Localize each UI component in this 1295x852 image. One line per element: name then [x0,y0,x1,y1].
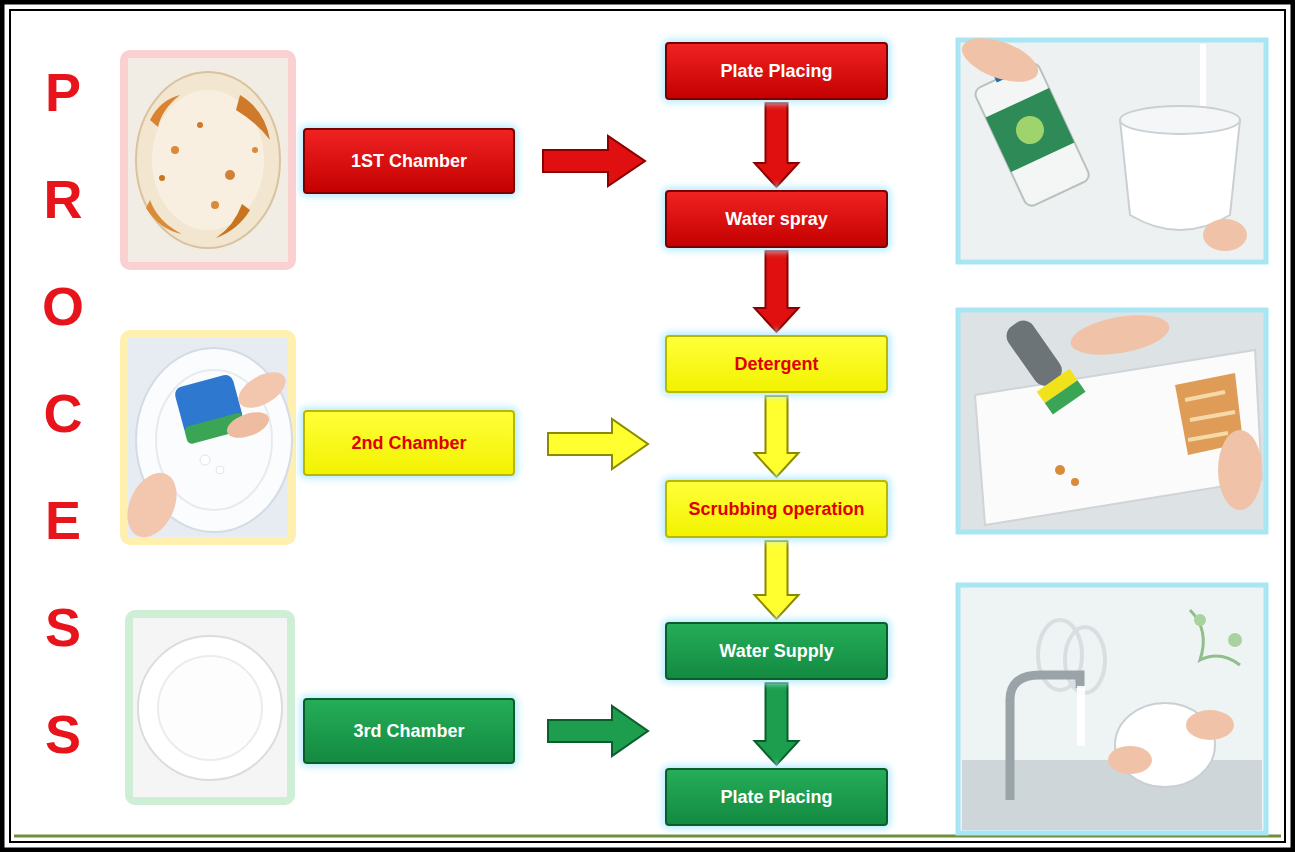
sink-rinse-photo-part [1108,746,1152,774]
clean-plate-photo [125,610,295,805]
chamber-box: 1ST Chamber [303,128,515,194]
brush-scrub-photo-part-part [1045,380,1086,414]
sink-rinse-photo-part [1077,686,1085,746]
box-label: Plate Placing [720,61,832,82]
dirty-plate-photo-part [120,50,296,270]
clean-plate-photo-part [158,656,262,760]
detergent-photo-part-part [973,61,1091,208]
dirty-plate-photo-part [150,95,180,127]
flow-arrow [755,103,799,187]
dirty-plate-photo-part [225,170,235,180]
sponge-photo-part [224,407,273,443]
dirty-plate-photo-part [236,95,270,140]
dirty-plate-photo-part [211,201,219,209]
sink-rinse-photo-part [1010,675,1080,800]
dirty-plate-photo-part [171,146,179,154]
detergent-photo-part-part [986,88,1075,172]
flow-arrow [755,251,799,332]
brush-scrub-photo-part [1185,392,1235,440]
detergent-photo-part [956,29,1043,90]
flow-arrow [755,683,799,765]
box-label: Water spray [725,209,827,230]
dirty-plate-photo-part [197,122,203,128]
sponge-photo-part [118,465,187,545]
dirty-plate-photo [120,50,296,270]
process-box: Detergent [665,335,888,393]
brush-scrub-photo [958,309,1266,532]
chamber-box: 2nd Chamber [303,410,515,476]
flow-arrow [755,541,799,619]
sink-rinse-photo-part [1228,633,1242,647]
dirty-plate-photo-part [216,204,250,238]
brush-scrub-photo-part [1055,465,1065,475]
brush-scrub-photo-part [1218,430,1262,510]
box-label: 2nd Chamber [351,433,466,454]
dirty-plate-photo-part [159,175,165,181]
sink-rinse-photo-part [958,585,1266,833]
box-label: 3rd Chamber [353,721,464,742]
chamber-arrow [543,136,645,186]
sponge-photo-part [200,455,210,465]
brush-scrub-photo-part [1071,478,1079,486]
vertical-title: PROCESS [36,39,90,788]
process-box: Plate Placing [665,768,888,826]
sponge-photo [118,330,296,545]
flow-arrow [755,396,799,477]
box-label: Detergent [734,354,818,375]
page-frame-part [10,10,1285,842]
dirty-plate-photo-part [252,147,258,153]
detergent-photo-part-part [1011,111,1048,148]
brush-scrub-photo-part [975,350,1262,525]
sponge-photo-part [232,365,291,415]
process-box: Plate Placing [665,42,888,100]
brush-scrub-photo-part [998,313,1086,415]
dirty-plate-photo-part [128,58,288,262]
sink-rinse-photo-part [1065,627,1105,693]
dirty-plate-photo-part [146,200,182,234]
box-label: Plate Placing [720,787,832,808]
clean-plate-photo-part [138,636,282,780]
dirty-plate-photo-part [136,72,280,248]
box-label: Scrubbing operation [688,499,864,520]
box-label: 1ST Chamber [351,151,467,172]
process-box: Water Supply [665,622,888,680]
sponge-photo-part [216,466,224,474]
sink-rinse-photo-part [1186,710,1234,740]
detergent-photo-part [1203,219,1247,251]
chamber-arrow-part [543,136,645,186]
detergent-photo [956,29,1266,262]
process-box: Water spray [665,190,888,248]
chamber-arrow [548,706,648,756]
clean-plate-photo-part [133,618,287,797]
sink-rinse-photo [958,585,1266,833]
chamber-box: 3rd Chamber [303,698,515,764]
clean-plate-photo-part [125,610,295,805]
box-label: Water Supply [719,641,833,662]
chamber-arrow [548,419,648,469]
chamber-arrow-part [548,419,648,469]
sink-rinse-photo-part [1194,614,1206,626]
brush-scrub-photo-part [1068,309,1173,362]
process-box: Scrubbing operation [665,480,888,538]
detergent-photo-part [1120,106,1240,134]
chamber-arrow-part [548,706,648,756]
